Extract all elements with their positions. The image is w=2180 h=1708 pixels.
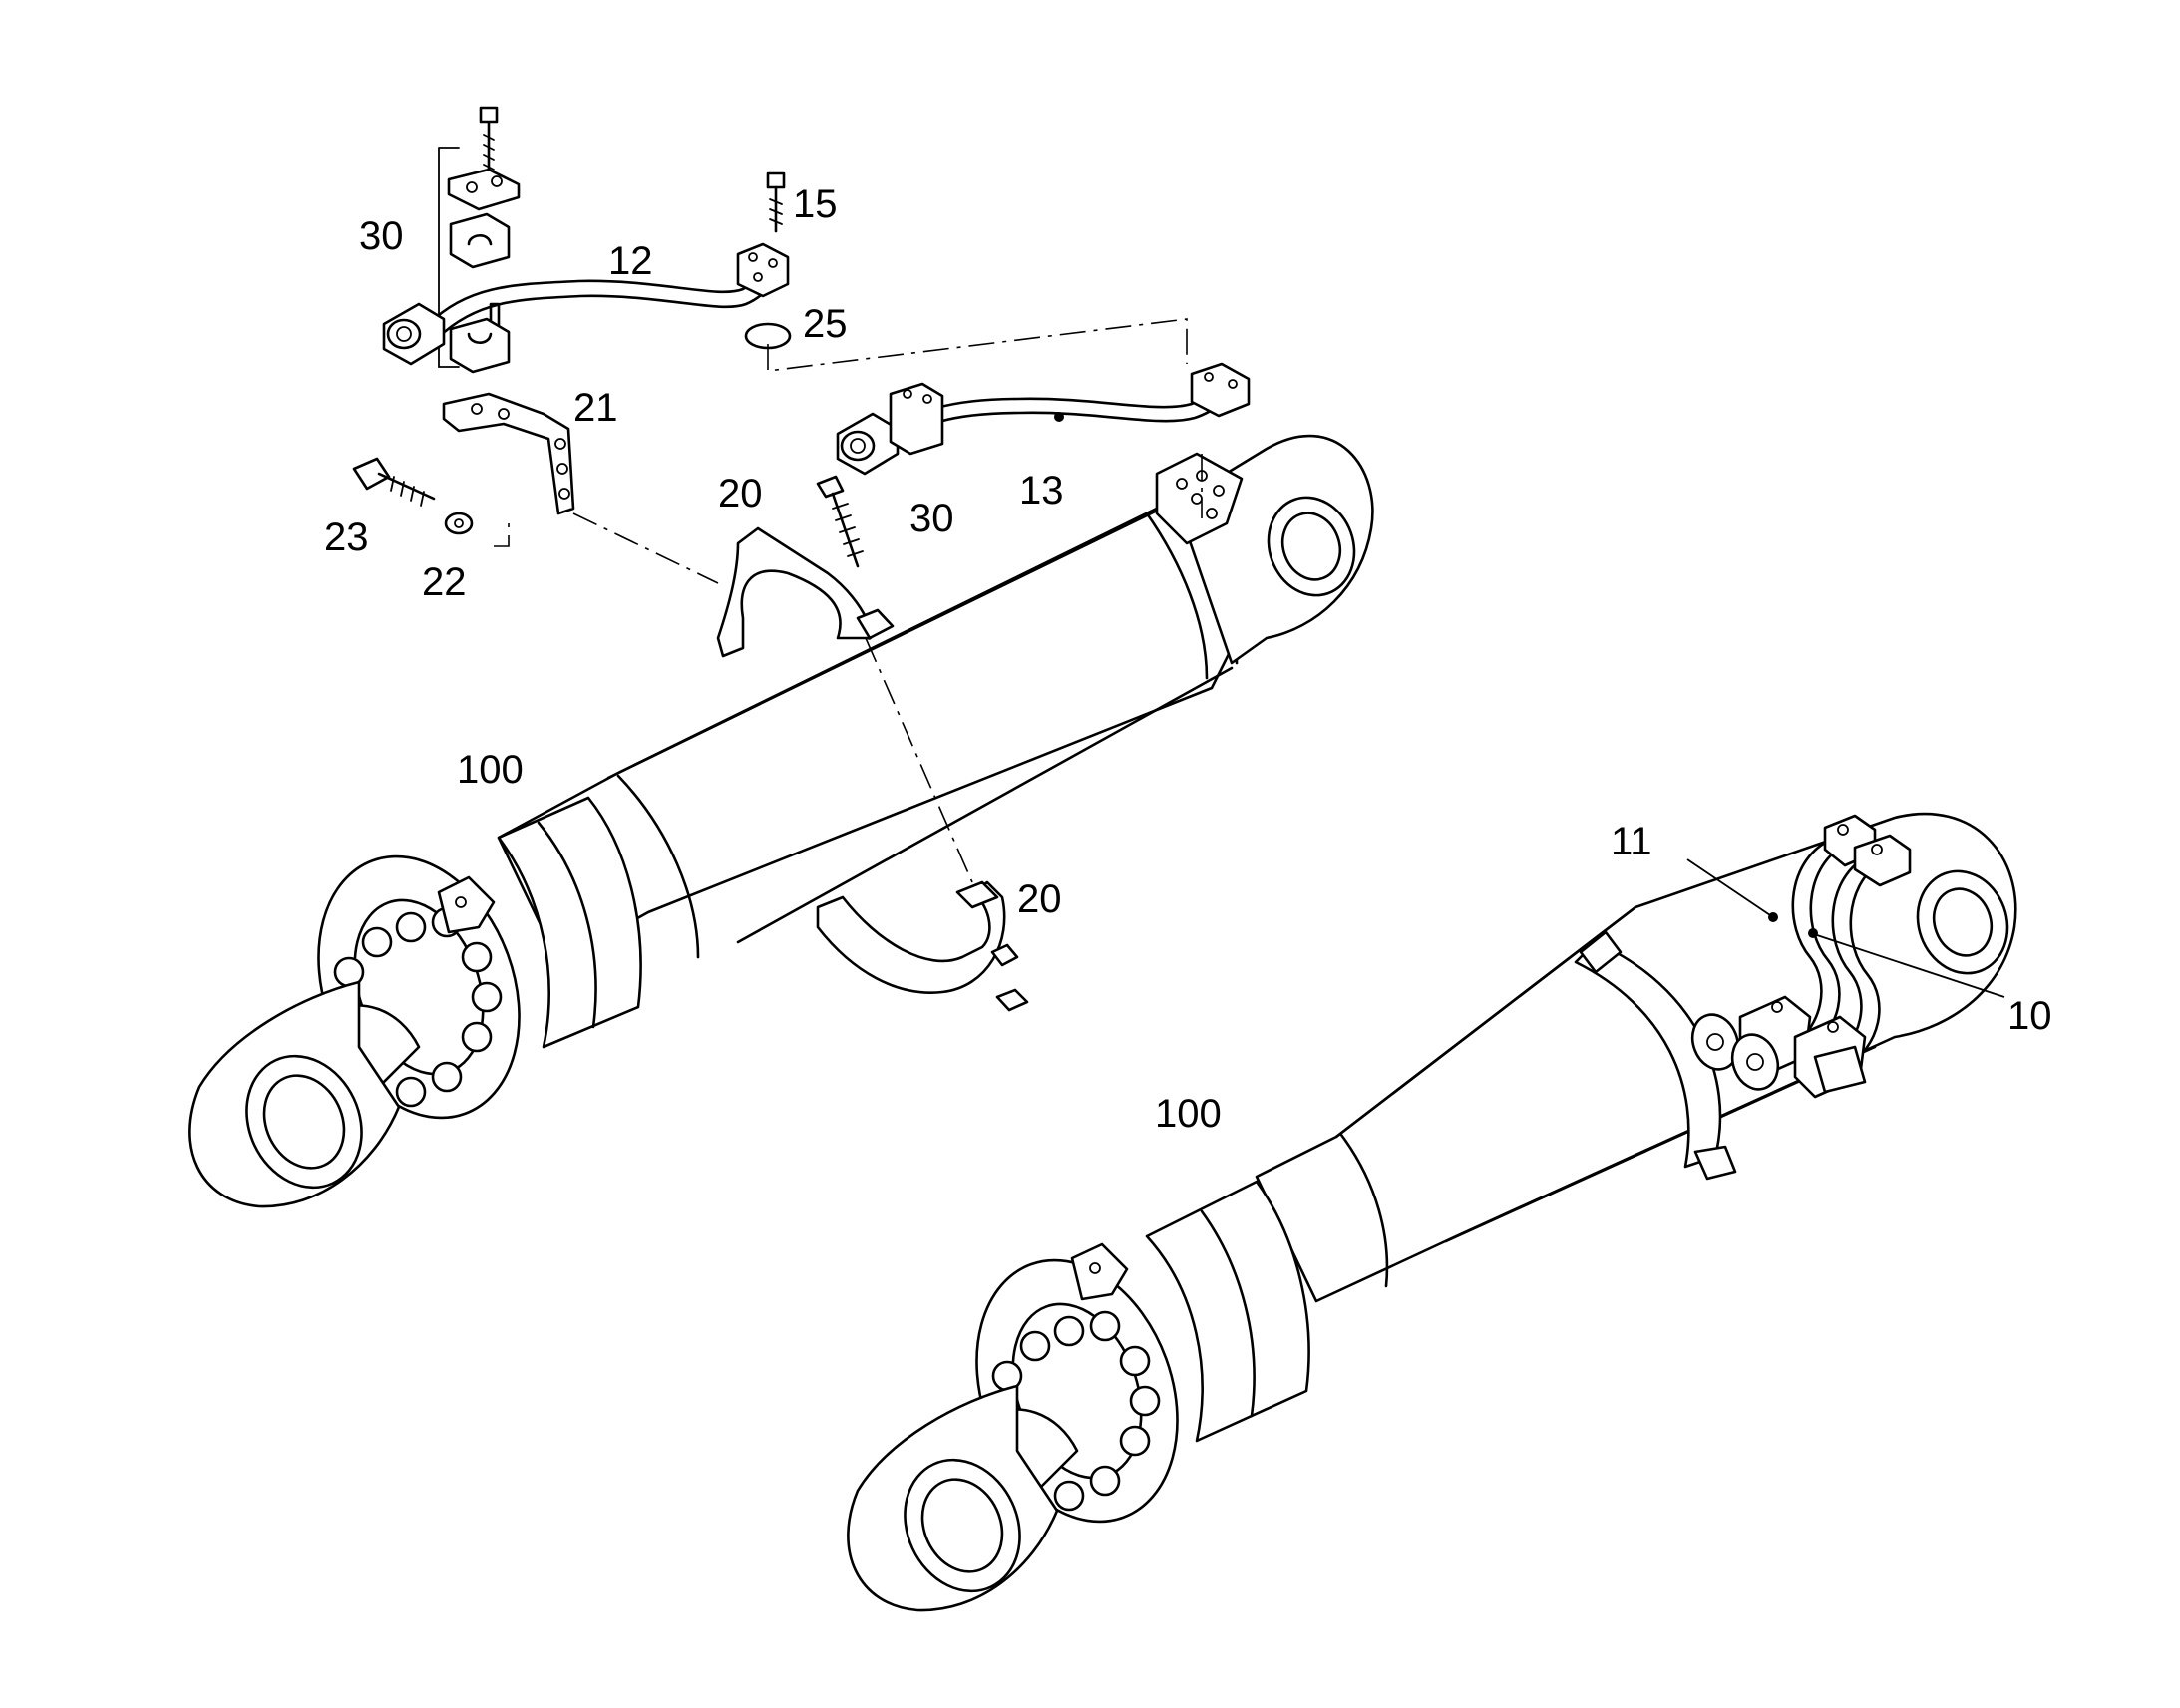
washer-22 <box>444 512 474 535</box>
part-label-15: 15 <box>793 182 838 226</box>
clamp-half-20-upper <box>716 475 895 658</box>
part-label-20: 20 <box>1017 877 1062 921</box>
pipe-12 <box>382 242 790 366</box>
part-label-100: 100 <box>1155 1092 1222 1136</box>
part-label-21: 21 <box>573 386 618 430</box>
part-label-13: 13 <box>1019 469 1064 512</box>
pipe-13 <box>836 362 1251 476</box>
part-label-30: 30 <box>359 214 404 258</box>
clamp-assembly-30-upper <box>438 106 575 515</box>
callout-leaders <box>1686 858 2005 998</box>
part-label-30: 30 <box>909 497 954 540</box>
part-label-20: 20 <box>718 472 763 515</box>
part-label-12: 12 <box>608 239 653 283</box>
assembly-leader-lines <box>494 318 1203 883</box>
part-label-10: 10 <box>2007 994 2052 1038</box>
bolt-23 <box>352 457 436 507</box>
bolt-15 <box>766 171 786 233</box>
part-label-22: 22 <box>422 560 467 604</box>
lower-cylinder <box>847 812 2017 1612</box>
upper-cylinder <box>188 434 1374 1208</box>
part-label-11: 11 <box>1611 820 1652 863</box>
part-label-23: 23 <box>324 515 369 559</box>
part-label-25: 25 <box>803 302 848 346</box>
part-label-100: 100 <box>457 748 524 792</box>
clamp-half-20-lower <box>816 880 1029 1012</box>
